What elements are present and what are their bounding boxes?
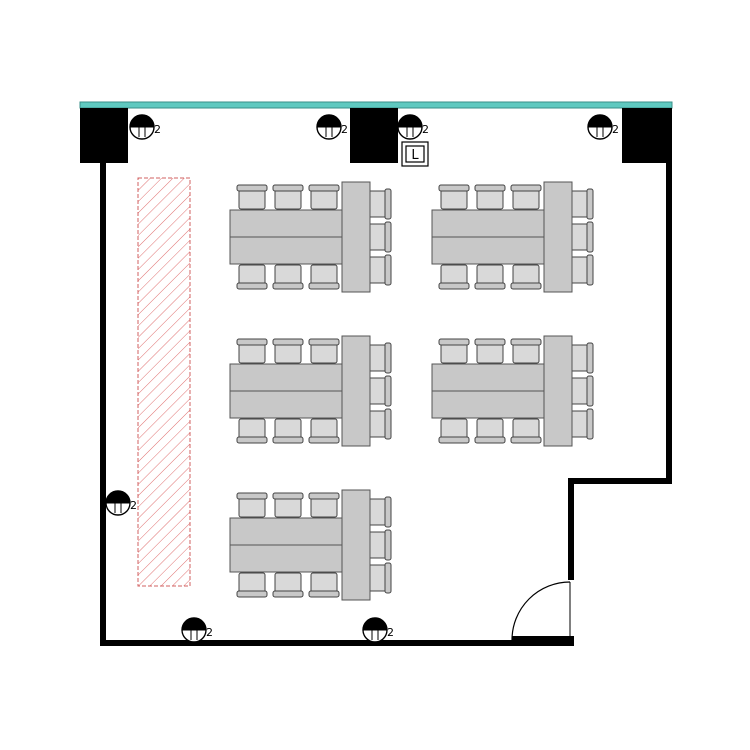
pillar-middle	[350, 108, 398, 163]
wall-bottom-right-stub	[512, 636, 574, 646]
outlet-label: 2	[130, 499, 137, 512]
outlet-label: 2	[154, 123, 161, 136]
l-box-label: L	[411, 148, 419, 163]
pillars	[80, 108, 670, 163]
electrical-outlet-icon: 2	[105, 490, 137, 516]
chair	[236, 338, 268, 364]
table-group	[229, 335, 392, 447]
chair	[438, 338, 470, 364]
wall-step	[568, 478, 672, 484]
outlets: 2 2 2 2	[105, 114, 619, 643]
chair	[366, 188, 392, 220]
chair	[308, 418, 340, 444]
pillar-right	[622, 108, 670, 163]
pillar-left	[80, 108, 128, 163]
chair	[272, 492, 304, 518]
chair	[366, 562, 392, 594]
table-group	[431, 181, 594, 293]
table-groups	[229, 181, 594, 601]
electrical-outlet-icon: 2	[129, 114, 161, 140]
wall-bottom	[100, 640, 512, 646]
chair	[568, 375, 594, 407]
outlet-label: 2	[612, 123, 619, 136]
chair	[568, 342, 594, 374]
chair	[308, 492, 340, 518]
chair	[366, 408, 392, 440]
chair	[568, 188, 594, 220]
head-table	[543, 335, 573, 447]
wall-right-lower	[568, 480, 574, 580]
head-table	[341, 335, 371, 447]
chair	[510, 264, 542, 290]
head-table	[341, 489, 371, 601]
electrical-outlet-icon: 2	[362, 617, 394, 643]
chair	[366, 529, 392, 561]
chair	[366, 375, 392, 407]
chair	[510, 338, 542, 364]
window-strip	[79, 101, 673, 109]
chair	[438, 264, 470, 290]
chair	[236, 184, 268, 210]
chair	[272, 418, 304, 444]
chair	[568, 408, 594, 440]
chair	[272, 184, 304, 210]
door-swing-icon	[511, 581, 571, 641]
chair	[366, 254, 392, 286]
electrical-outlet-icon: 2	[316, 114, 348, 140]
hatched-area-icon	[137, 177, 191, 587]
chair	[438, 418, 470, 444]
outlet-label: 2	[341, 123, 348, 136]
chair	[236, 492, 268, 518]
outlet-label: 2	[387, 626, 394, 639]
chair	[510, 184, 542, 210]
electrical-outlet-icon: 2	[397, 114, 429, 140]
chair	[366, 342, 392, 374]
l-box: L	[401, 141, 429, 167]
head-table	[341, 181, 371, 293]
chair	[438, 184, 470, 210]
chair	[366, 496, 392, 528]
wall-left	[100, 108, 106, 646]
chair	[474, 184, 506, 210]
chair	[272, 264, 304, 290]
outlet-label: 2	[206, 626, 213, 639]
outlet-label: 2	[422, 123, 429, 136]
wall-right-upper	[666, 108, 672, 484]
walls	[100, 108, 672, 646]
chair	[308, 184, 340, 210]
table-group	[431, 335, 594, 447]
chair	[510, 418, 542, 444]
chair	[568, 221, 594, 253]
chair	[236, 264, 268, 290]
chair	[366, 221, 392, 253]
chair	[236, 572, 268, 598]
chair	[272, 338, 304, 364]
chair	[474, 338, 506, 364]
head-table	[543, 181, 573, 293]
chair	[474, 264, 506, 290]
chair	[308, 264, 340, 290]
table-group	[229, 181, 392, 293]
chair	[308, 572, 340, 598]
electrical-outlet-icon: 2	[181, 617, 213, 643]
chair	[568, 254, 594, 286]
table-group	[229, 489, 392, 601]
electrical-outlet-icon: 2	[587, 114, 619, 140]
chair	[236, 418, 268, 444]
chair	[272, 572, 304, 598]
chair	[474, 418, 506, 444]
chair	[308, 338, 340, 364]
